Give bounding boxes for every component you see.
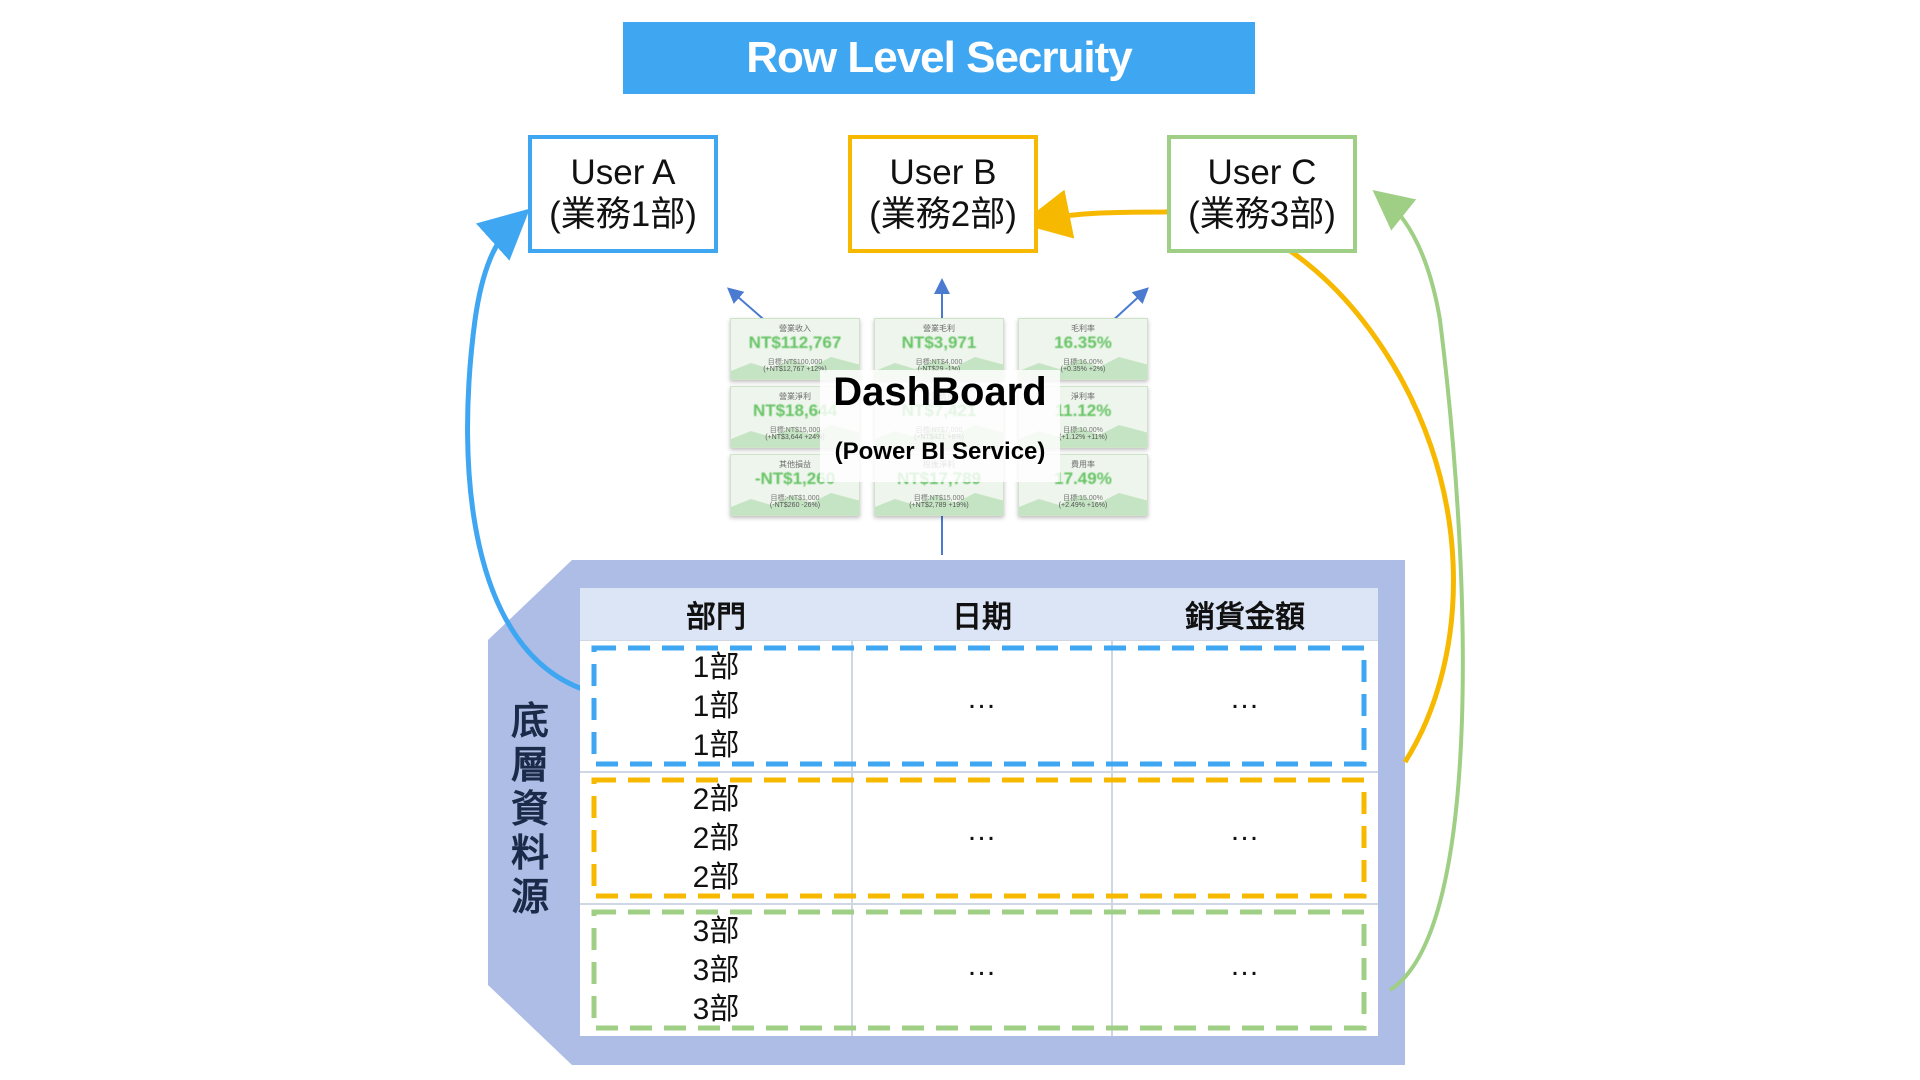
tile-label: 其他損益 (779, 460, 811, 469)
date-ellipsis: … (966, 682, 998, 715)
dept-value: 2部 (692, 860, 740, 894)
source-label-char: 料 (510, 833, 549, 875)
tile-delta: (+0.35% +2%) (1060, 366, 1106, 373)
dept-value: 3部 (692, 953, 740, 987)
header-sales-amount: 銷貨金額 (1112, 588, 1378, 640)
source-table: 部門 日期 銷貨金額 1部 1部 1部 … … 2部 2部 2部 … … 3部 … (580, 588, 1378, 1036)
source-label-char: 底 (510, 701, 549, 743)
arrow-group2-to-user-b (1020, 189, 1456, 764)
tile-target: 目標:15.00% (1063, 495, 1103, 502)
tile-delta: (+1.12% +11%) (1058, 434, 1108, 441)
tile-label: 營業毛利 (923, 324, 955, 333)
dashboard-kpi-tile: 其他損益-NT$1,260 目標:-NT$1,000(-NT$260 -26%) (730, 454, 860, 516)
date-ellipsis: … (966, 814, 998, 847)
diagram-title: Row Level Secruity (623, 22, 1255, 94)
tile-label: 毛利率 (1071, 324, 1095, 333)
source-label-char: 源 (510, 877, 549, 919)
tile-label: 費用率 (1071, 460, 1095, 469)
tile-sparkline (875, 493, 1003, 515)
amount-ellipsis: … (1229, 949, 1261, 982)
tile-value: NT$112,767 (748, 333, 842, 352)
tile-value: NT$18,644 (752, 401, 838, 420)
dept-value: 2部 (692, 821, 740, 855)
rls-filter-group-1 (591, 645, 1367, 767)
table-row-group-3-dept: 3部 3部 3部 (580, 908, 852, 1032)
tile-delta: (+NT$3,644 +24%) (765, 434, 825, 441)
tile-value: NT$3,971 (901, 333, 977, 352)
tile-delta: (-NT$260 -26%) (769, 502, 821, 509)
tile-target: 目標:NT$15,000 (913, 495, 965, 502)
dept-value: 3部 (692, 992, 740, 1026)
user-b-name: User B (889, 153, 997, 192)
tile-sparkline (1019, 493, 1147, 515)
user-a-name: User A (570, 153, 676, 192)
dashboard-overlay (820, 370, 1060, 482)
rls-filter-group-2 (591, 777, 1367, 899)
table-grid (580, 588, 1378, 1036)
tile-value: 11.12% (1054, 401, 1112, 420)
date-ellipsis: … (966, 949, 998, 982)
tile-target: 目標:NT$4,000 (915, 359, 963, 366)
user-b-dept: (業務2部) (869, 195, 1017, 234)
user-c-name: User C (1207, 153, 1317, 192)
table-row-group-2-dept: 2部 2部 2部 (580, 776, 852, 900)
dept-value: 1部 (692, 650, 740, 684)
user-c-box: User C (業務3部) (1167, 135, 1357, 253)
tile-label: 營業收入 (779, 324, 811, 333)
tile-delta: (-NT$29 -1%) (875, 366, 1003, 373)
header-department: 部門 (580, 588, 852, 640)
arrow-group3-to-user-c (1372, 189, 1465, 992)
tile-label: 營業淨利 (779, 392, 811, 401)
rls-filter-group-3 (591, 909, 1367, 1031)
header-date: 日期 (852, 588, 1112, 640)
tile-value: -NT$1,260 (754, 469, 836, 488)
user-a-dept: (業務1部) (549, 195, 697, 234)
tile-target: 目標:NT$100,000 (767, 359, 823, 366)
source-label-char: 層 (510, 745, 549, 787)
user-a-box: User A (業務1部) (528, 135, 718, 253)
tile-target: 目標:10.00% (1063, 427, 1103, 434)
dashboard-subtitle: (Power BI Service) (834, 438, 1046, 465)
tile-delta: (+2.49% +16%) (1058, 502, 1108, 509)
dept-value: 1部 (692, 728, 740, 762)
tile-value: 16.35% (1054, 333, 1112, 352)
source-label-char: 資 (510, 789, 549, 831)
dashboard-title: DashBoard (833, 370, 1047, 414)
tile-label: 淨利率 (1071, 392, 1095, 401)
tile-target: 目標:NT$15,000 (769, 427, 821, 434)
arrow-group1-to-user-a (465, 208, 586, 693)
tile-target: 目標:16.00% (1063, 359, 1103, 366)
tile-delta: (+NT$2,789 +19%) (909, 502, 969, 509)
amount-ellipsis: … (1229, 814, 1261, 847)
dept-value: 2部 (692, 782, 740, 816)
dept-value: 1部 (692, 689, 740, 723)
tile-sparkline (731, 493, 859, 515)
tile-target: 目標:-NT$1,000 (770, 495, 820, 502)
dept-value: 3部 (692, 914, 740, 948)
amount-ellipsis: … (1229, 682, 1261, 715)
table-row-group-1-dept: 1部 1部 1部 (580, 644, 852, 768)
tile-delta: (+NT$12,767 +12%) (763, 366, 827, 373)
source-label: 底 層 資 料 源 (500, 700, 560, 920)
tile-value: 17.49% (1054, 469, 1112, 488)
user-b-box: User B (業務2部) (848, 135, 1038, 253)
user-c-dept: (業務3部) (1188, 195, 1336, 234)
